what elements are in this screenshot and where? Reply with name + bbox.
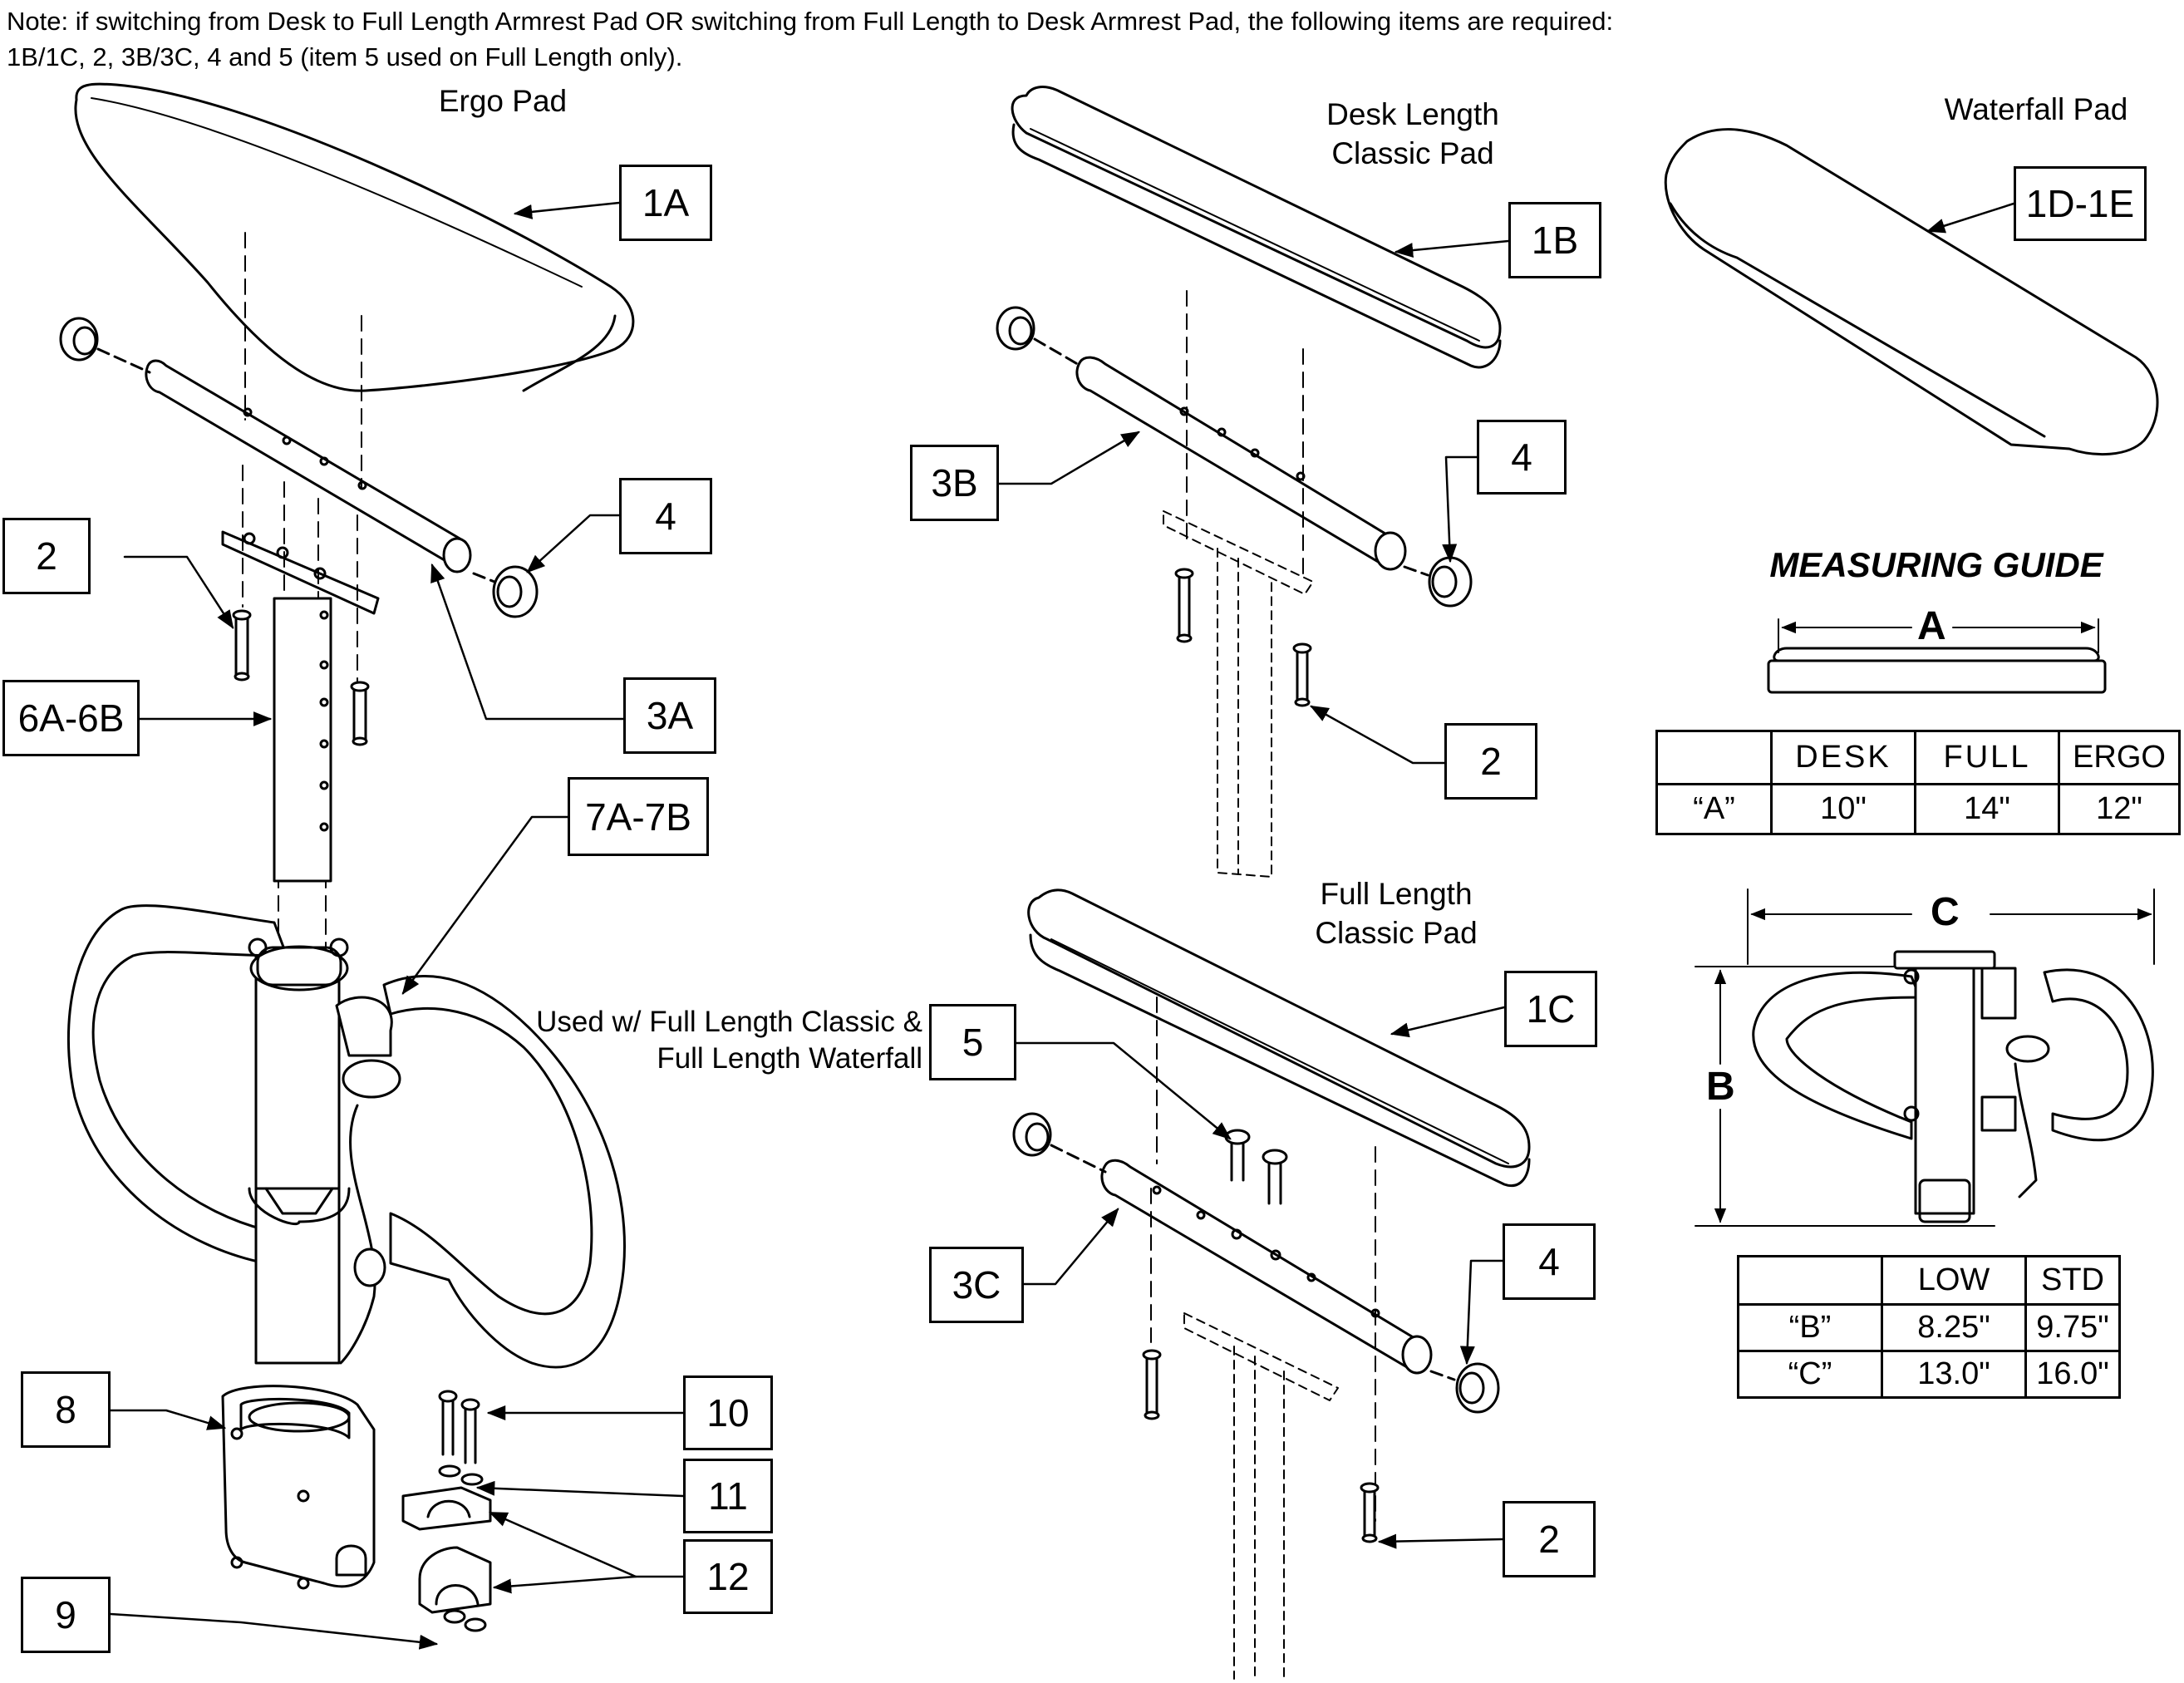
measure-bc-header-low: LOW <box>1881 1255 2027 1306</box>
desk-tube <box>1075 356 1407 571</box>
full-bracket-dashed <box>1150 997 1376 1680</box>
dim-c-label: C <box>1931 890 1960 934</box>
title-desk-line2: Classic Pad <box>1331 136 1494 170</box>
measure-a-pad <box>1767 618 2107 694</box>
callout-1d-1e: 1D-1E <box>2014 166 2147 241</box>
callout-4-ergo: 4 <box>619 478 712 554</box>
callout-11: 11 <box>683 1459 773 1533</box>
measure-c-label: “C” <box>1737 1350 1883 1399</box>
used-with-note: Used w/ Full Length Classic & Full Lengt… <box>465 1004 922 1077</box>
measure-a-header-full: FULL <box>1914 730 2060 785</box>
measure-a-row: “A” 10" 14" 12" <box>1655 783 2181 835</box>
used-with-line1: Used w/ Full Length Classic & <box>536 1006 922 1038</box>
callout-12: 12 <box>683 1539 773 1614</box>
desk-screws <box>1174 568 1312 707</box>
measure-a-header-ergo: ERGO <box>2058 730 2181 785</box>
measure-bc-header-row: LOW STD <box>1737 1255 2121 1306</box>
measure-b-low: 8.25" <box>1881 1303 2027 1352</box>
measure-a-desk-value: 10" <box>1770 783 1916 835</box>
note-text: Note: if switching from Desk to Full Len… <box>7 3 2167 75</box>
callout-2-ergo: 2 <box>2 518 91 594</box>
ergo-post <box>273 597 332 883</box>
clamp-halves-12 <box>401 1486 492 1632</box>
title-ergo-pad: Ergo Pad <box>382 81 623 121</box>
desk-pad-shape <box>1011 86 1502 369</box>
note-line-2: 1B/1C, 2, 3B/3C, 4 and 5 (item 5 used on… <box>7 42 683 71</box>
measure-bc-header-blank <box>1737 1255 1883 1306</box>
ergo-end-caps <box>59 317 539 618</box>
measure-c-std: 16.0" <box>2024 1350 2121 1399</box>
measure-bc-header-std: STD <box>2024 1255 2121 1306</box>
used-with-line2: Full Length Waterfall <box>657 1042 922 1075</box>
callout-1a: 1A <box>619 165 712 241</box>
callout-2-desk: 2 <box>1444 723 1537 800</box>
title-desk-length: Desk Length Classic Pad <box>1280 95 1546 173</box>
ergo-bracket <box>221 530 380 615</box>
measure-a-header-blank <box>1655 730 1773 785</box>
title-waterfall-pad: Waterfall Pad <box>1870 90 2184 129</box>
leader-lines <box>109 201 2015 1650</box>
measure-a-header-row: DESK FULL ERGO <box>1655 730 2181 785</box>
measure-c-row: “C” 13.0" 16.0" <box>1737 1350 2121 1399</box>
callout-3c: 3C <box>929 1247 1024 1323</box>
full-pad-shape <box>1027 888 1531 1188</box>
ergo-receiver-frame <box>66 904 627 1369</box>
desk-end-caps <box>996 306 1473 608</box>
measure-c-low: 13.0" <box>1881 1350 2027 1399</box>
measure-a-full-value: 14" <box>1914 783 2060 835</box>
measure-a-row-label: “A” <box>1655 783 1773 835</box>
callout-8: 8 <box>21 1371 111 1448</box>
callout-4-full: 4 <box>1503 1223 1596 1300</box>
measuring-guide-title: MEASURING GUIDE <box>1769 545 2103 584</box>
title-ergo-text: Ergo Pad <box>438 84 568 118</box>
desk-bracket-dashed <box>1163 290 1314 878</box>
measure-a-header-desk: DESK <box>1770 730 1916 785</box>
measure-bc-arm <box>1695 888 2155 1227</box>
screws-washers-10-11 <box>438 1390 484 1486</box>
title-full-length: Full Length Classic Pad <box>1263 874 1529 952</box>
callout-1c: 1C <box>1504 971 1597 1047</box>
callout-9: 9 <box>21 1577 111 1653</box>
measure-b-label: “B” <box>1737 1303 1883 1352</box>
callout-6a-6b: 6A-6B <box>2 680 140 756</box>
dim-a-label: A <box>1917 604 1946 648</box>
measure-a-ergo-value: 12" <box>2058 783 2181 835</box>
ergo-tube <box>145 359 472 573</box>
full-screws <box>1142 1349 1380 1543</box>
full-end-caps <box>1012 1112 1500 1414</box>
ergo-pad-shape <box>74 82 635 392</box>
dim-b-label: B <box>1706 1065 1735 1109</box>
note-line-1: Note: if switching from Desk to Full Len… <box>7 7 1614 36</box>
callout-4-desk: 4 <box>1477 420 1567 495</box>
callout-1b: 1B <box>1508 202 1601 278</box>
title-desk-line1: Desk Length <box>1326 97 1499 131</box>
measure-bc-table: LOW STD “B” 8.25" 9.75" “C” 13.0" 16.0" <box>1737 1255 2121 1399</box>
ergo-screws <box>232 609 370 746</box>
callout-7a-7b: 7A-7B <box>568 777 709 856</box>
measure-a-table: DESK FULL ERGO “A” 10" 14" 12" <box>1655 730 2181 835</box>
callout-3b: 3B <box>910 445 999 521</box>
measure-b-std: 9.75" <box>2024 1303 2121 1352</box>
callout-10: 10 <box>683 1375 773 1450</box>
measure-b-row: “B” 8.25" 9.75" <box>1737 1303 2121 1352</box>
callout-5: 5 <box>929 1004 1016 1080</box>
title-full-line1: Full Length <box>1320 877 1473 911</box>
clamp-housing-8 <box>221 1385 376 1590</box>
full-item5-screws <box>1224 1129 1288 1205</box>
callout-2-full: 2 <box>1503 1501 1596 1577</box>
title-waterfall-text: Waterfall Pad <box>1944 92 2128 126</box>
callout-3a: 3A <box>623 677 716 754</box>
title-full-line2: Classic Pad <box>1315 916 1478 950</box>
waterfall-pad-shape <box>1664 128 2159 456</box>
